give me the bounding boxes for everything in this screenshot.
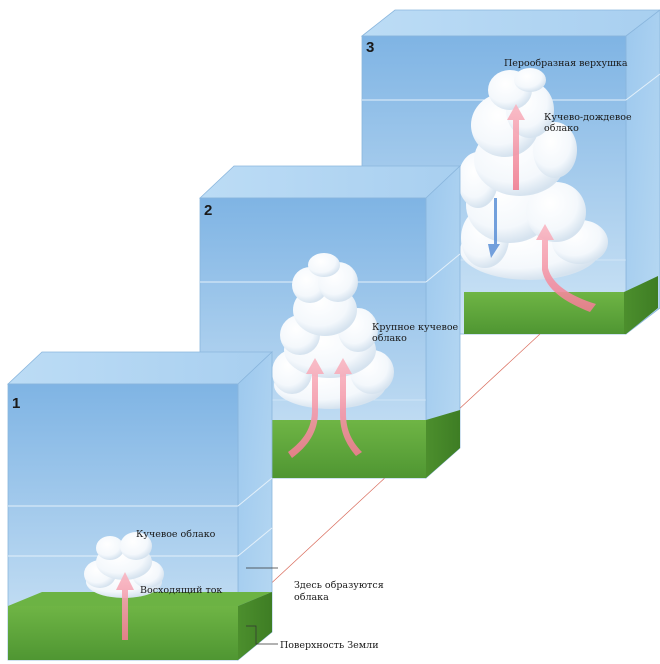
stage-2-top-face bbox=[200, 166, 460, 198]
stage-1-top-face bbox=[8, 352, 272, 384]
label-cumulus-cloud: Кучевое облако bbox=[136, 529, 216, 540]
stage-3-top-face bbox=[362, 10, 660, 36]
label-clouds-form-here-1: Здесь образуются bbox=[294, 580, 384, 591]
label-earth-surface: Поверхность Земли bbox=[280, 640, 379, 651]
label-large-cumulus-2: облако bbox=[372, 333, 407, 344]
label-clouds-form-here-2: облака bbox=[294, 592, 329, 603]
stage-2-number: 2 bbox=[204, 202, 212, 219]
label-updraft: Восходящий ток bbox=[140, 585, 222, 596]
stage-3-number: 3 bbox=[366, 39, 374, 56]
label-cumulonimbus-2: облако bbox=[544, 123, 579, 134]
label-anvil-top: Перообразная верхушка bbox=[504, 58, 628, 69]
stage-1-number: 1 bbox=[12, 395, 20, 412]
stage-3-ground bbox=[464, 292, 624, 334]
stage-1-box bbox=[8, 352, 272, 660]
stage-2-ground-side bbox=[426, 410, 460, 478]
label-cumulonimbus-1: Кучево-дождевое bbox=[544, 112, 632, 123]
label-large-cumulus-1: Крупное кучевое bbox=[372, 322, 459, 333]
